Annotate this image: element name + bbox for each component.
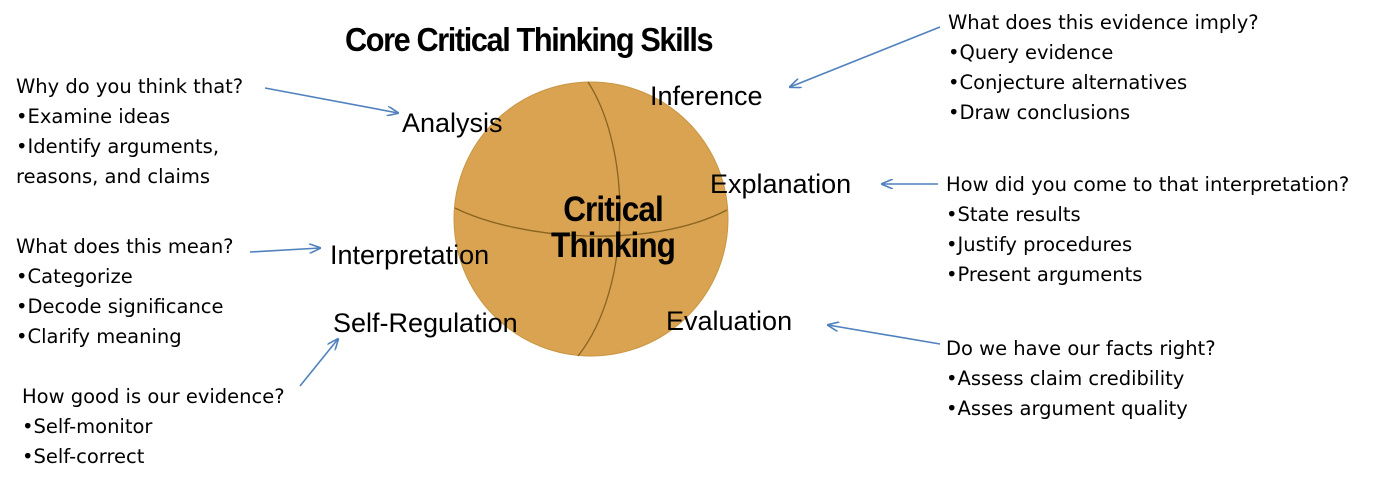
center-label-line2: Thinking [550, 226, 676, 265]
bullet-item: Clarify meaning [16, 322, 234, 352]
bullet-list-inference: Query evidence Conjecture alternatives D… [948, 38, 1259, 128]
bullet-item: Examine ideas [16, 102, 243, 132]
arrow-self-regulation [299, 339, 338, 387]
bullet-item: Decode significance [16, 292, 234, 322]
block-self-regulation: How good is our evidence? Self-monitor S… [22, 382, 285, 472]
center-label: Critical Thinking [537, 192, 690, 264]
block-inference: What does this evidence imply? Query evi… [948, 8, 1259, 128]
question-self-regulation: How good is our evidence? [22, 385, 285, 408]
bullet-item: Conjecture alternatives [948, 68, 1259, 98]
bullet-item: Self-monitor [22, 412, 285, 442]
diagram-title: Core Critical Thinking Skills [345, 21, 714, 58]
block-explanation: How did you come to that interpretation?… [946, 170, 1349, 290]
bullet-list-explanation: State results Justify procedures Present… [946, 200, 1349, 290]
skill-inference: Inference [650, 81, 763, 111]
question-inference: What does this evidence imply? [948, 11, 1259, 34]
bullet-item: Identify arguments, [16, 132, 243, 162]
bullet-list-self-regulation: Self-monitor Self-correct [22, 412, 285, 472]
arrow-interpretation [249, 248, 320, 252]
question-analysis: Why do you think that? [16, 75, 244, 98]
block-analysis: Why do you think that? Examine ideas Ide… [16, 72, 243, 192]
skill-interpretation: Interpretation [330, 240, 490, 270]
bullet-item: Draw conclusions [948, 98, 1259, 128]
bullet-item: Self-correct [22, 442, 285, 472]
bullet-item: Query evidence [948, 38, 1259, 68]
bullet-item: Categorize [16, 262, 234, 292]
question-evaluation: Do we have our facts right? [946, 337, 1216, 360]
question-explanation: How did you come to that interpretation? [946, 173, 1350, 196]
bullet-item: Present arguments [946, 260, 1349, 290]
block-interpretation: What does this mean? Categorize Decode s… [16, 232, 234, 352]
skill-evaluation: Evaluation [666, 306, 793, 336]
bullet-item-continuation: reasons, and claims [16, 165, 211, 188]
arrow-inference [790, 26, 941, 87]
bullet-item: Assess claim credibility [946, 364, 1216, 394]
center-label-line1: Critical [563, 190, 663, 229]
bullet-item: reasons, and claims [16, 162, 243, 192]
bullet-item: Asses argument quality [946, 394, 1216, 424]
arrow-evaluation [828, 325, 941, 345]
block-evaluation: Do we have our facts right? Assess claim… [946, 334, 1216, 424]
bullet-item: Justify procedures [946, 230, 1349, 260]
bullet-list-interpretation: Categorize Decode significance Clarify m… [16, 262, 234, 352]
sphere [453, 81, 729, 357]
skill-analysis: Analysis [402, 108, 503, 138]
sphere-seam-vertical [577, 81, 621, 357]
arrow-analysis [264, 87, 398, 113]
sphere-seam-horizontal [454, 207, 728, 237]
bullet-item: State results [946, 200, 1349, 230]
skill-explanation: Explanation [710, 169, 852, 199]
bullet-list-evaluation: Assess claim credibility Asses argument … [946, 364, 1216, 424]
question-interpretation: What does this mean? [16, 235, 234, 258]
skill-self-regulation: Self-Regulation [333, 308, 518, 338]
bullet-list-analysis: Examine ideas Identify arguments, reason… [16, 102, 243, 192]
